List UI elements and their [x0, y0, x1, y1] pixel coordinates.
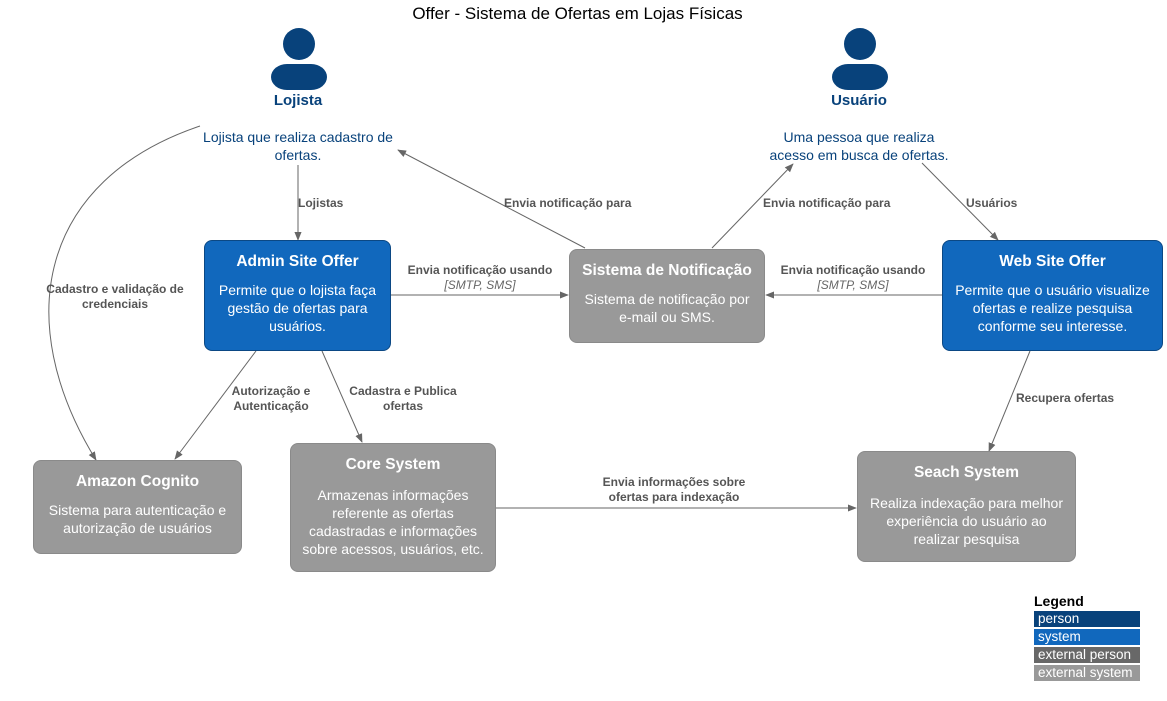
person-lojista-description: Lojista que realiza cadastro de ofertas.: [193, 128, 403, 164]
system-core-title: Core System: [345, 456, 441, 473]
label-usuario-web: Usuários: [966, 196, 1018, 210]
legend-item-external-system: external system: [1034, 665, 1140, 681]
person-lojista-description-line-1: Lojista que realiza cadastro de: [203, 129, 393, 145]
arrow-notificacao-to-usuario: [711, 163, 794, 249]
person-lojista-name: Lojista: [273, 92, 323, 109]
system-admin-title: Admin Site Offer: [236, 253, 359, 270]
label-notificacao-lojista: Envia notificação para: [504, 196, 632, 210]
label-web-notificacao-tech: [SMTP, SMS]: [817, 278, 889, 292]
label-notificacao-usuario: Envia notificação para: [763, 196, 891, 210]
arrow-admin-to-cognito: [174, 350, 257, 460]
label-web-notificacao: Envia notificação usando: [780, 263, 926, 277]
arrow-lojista-to-cognito: [48, 125, 201, 461]
system-amazon-cognito[interactable]: Amazon Cognito Sistema para autenticação…: [33, 460, 242, 554]
person-usuario-description: Uma pessoa que realiza acesso em busca de…: [754, 128, 964, 164]
legend-title: Legend: [1034, 593, 1084, 609]
label-admin-notificacao: Envia notificação usando: [407, 263, 553, 277]
legend-item-person: person: [1034, 611, 1140, 627]
arrow-admin-to-core: [321, 350, 363, 443]
arrow-usuario-to-web: [921, 162, 999, 241]
system-notificacao[interactable]: Sistema de Notificação Sistema de notifi…: [569, 249, 765, 343]
label-admin-notificacao-tech: [SMTP, SMS]: [444, 278, 516, 292]
person-usuario-description-line-1: Uma pessoa que realiza: [783, 129, 935, 145]
system-notificacao-title: Sistema de Notificação: [582, 262, 752, 279]
arrow-web-to-search: [988, 350, 1031, 452]
system-admin-site-offer[interactable]: Admin Site Offer Permite que o lojista f…: [204, 240, 391, 351]
legend-item-system: system: [1034, 629, 1140, 645]
legend-item-external-person: external person: [1034, 647, 1140, 663]
person-lojista-icon: [269, 28, 329, 90]
system-search[interactable]: Seach System Realiza indexação para melh…: [857, 451, 1076, 562]
diagram-title: Offer - Sistema de Ofertas em Lojas Físi…: [412, 4, 743, 23]
person-usuario-name: Usuário: [831, 92, 887, 109]
label-lojista-admin: Lojistas: [298, 196, 344, 210]
system-search-title: Seach System: [913, 464, 1020, 481]
person-usuario-icon: [830, 28, 890, 90]
arrow-notificacao-to-lojista: [397, 149, 586, 249]
legend: Legend person system external person ext…: [1034, 593, 1140, 681]
person-usuario-description-line-2: acesso em busca de ofertas.: [769, 147, 949, 163]
system-web-site-offer[interactable]: Web Site Offer Permite que o usuário vis…: [942, 240, 1163, 351]
person-lojista-description-line-2: ofertas.: [274, 147, 322, 163]
system-cognito-title: Amazon Cognito: [75, 473, 200, 490]
system-web-title: Web Site Offer: [999, 253, 1106, 270]
label-web-search: Recupera ofertas: [1016, 391, 1115, 405]
